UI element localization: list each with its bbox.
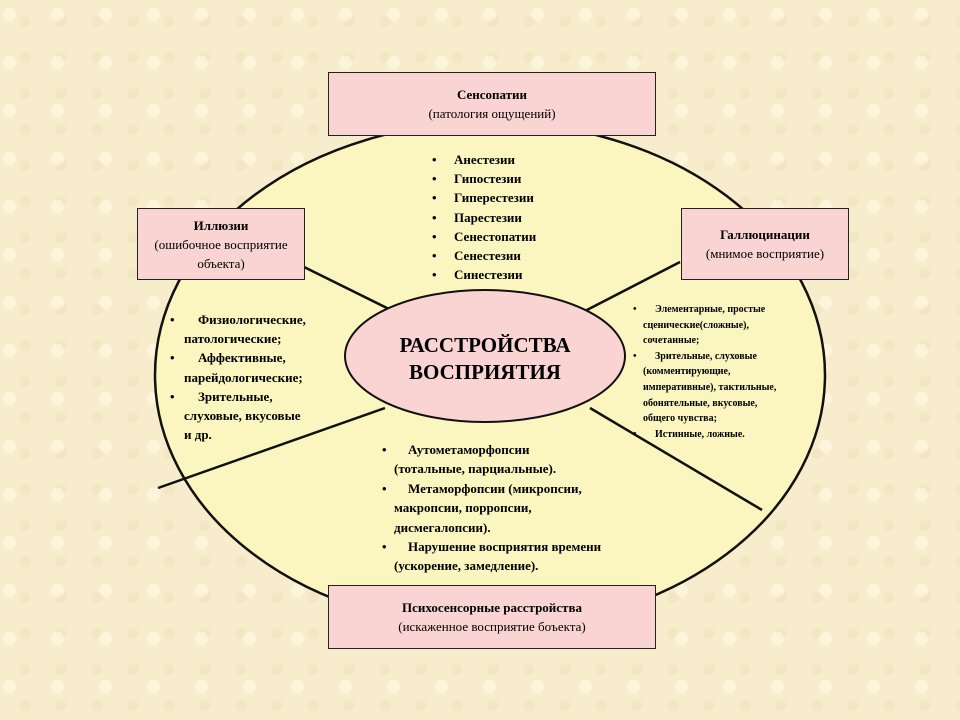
list-item: Элементарные, простые сценические(сложны… <box>633 302 828 349</box>
illusions-list: Физиологические, патологические; Аффекти… <box>170 310 345 444</box>
box-hallucinations-subtitle: (мнимое восприятие) <box>705 246 825 261</box>
hallucinations-list: Элементарные, простые сценические(сложны… <box>633 302 828 442</box>
box-sensopathy: Сенсопатии (патология ощущений) <box>328 72 656 136</box>
list-item: Физиологические, патологические; <box>170 310 345 348</box>
center-title-line1: РАССТРОЙСТВА <box>399 333 571 357</box>
box-sensopathy-title: Сенсопатии <box>456 87 528 102</box>
box-illusions: Иллюзии (ошибочное восприятие объекта) <box>137 208 305 280</box>
list-item: Истинные, ложные. <box>633 427 828 443</box>
list-item: Сенестопатии <box>432 227 536 246</box>
box-hallucinations-title: Галлюцинации <box>720 227 810 242</box>
center-ellipse <box>344 289 626 423</box>
divider-upper-right <box>582 260 681 314</box>
list-item: Сенестезии <box>432 246 536 265</box>
list-item: Гиперестезии <box>432 188 536 207</box>
box-hallucinations: Галлюцинации (мнимое восприятие) <box>681 208 849 280</box>
list-item: Анестезии <box>432 150 536 169</box>
list-item: Метаморфопсии (микропсии, макропсии, пор… <box>382 479 652 537</box>
list-item: Аутометаморфопсии (тотальные, парциальны… <box>382 440 652 479</box>
list-item: Зрительные, слуховые, вкусовые и др. <box>170 387 345 445</box>
list-item: Нарушение восприятия времени (ускорение,… <box>382 537 652 576</box>
psychosensory-list: Аутометаморфопсии (тотальные, парциальны… <box>382 440 652 576</box>
box-psychosensory-subtitle: (искаженное восприятие боъекта) <box>398 619 586 634</box>
list-item: Парестезии <box>432 208 536 227</box>
sensopathy-list: Анестезии Гипостезии Гиперестезии Парест… <box>432 150 536 285</box>
list-item: Аффективные, парейдологические; <box>170 348 345 386</box>
box-illusions-title: Иллюзии <box>193 217 249 233</box>
center-label: РАССТРОЙСТВА ВОСПРИЯТИЯ <box>345 332 625 386</box>
divider-lower-right <box>589 406 763 512</box>
box-illusions-subtitle-1: (ошибочное восприятие <box>154 236 288 252</box>
box-illusions-subtitle-2: объекта) <box>197 255 245 271</box>
divider-lower-left <box>157 406 386 490</box>
list-item: Синестезии <box>432 265 536 284</box>
box-sensopathy-subtitle: (патология ощущений) <box>428 106 556 121</box>
list-item: Гипостезии <box>432 169 536 188</box>
divider-upper-left <box>299 263 396 314</box>
box-psychosensory-title: Психосенсорные расстройства <box>402 600 582 615</box>
list-item: Зрительные, слуховые (комментирующие, им… <box>633 349 828 427</box>
center-title-line2: ВОСПРИЯТИЯ <box>409 360 561 384</box>
box-psychosensory: Психосенсорные расстройства (искаженное … <box>328 585 656 649</box>
